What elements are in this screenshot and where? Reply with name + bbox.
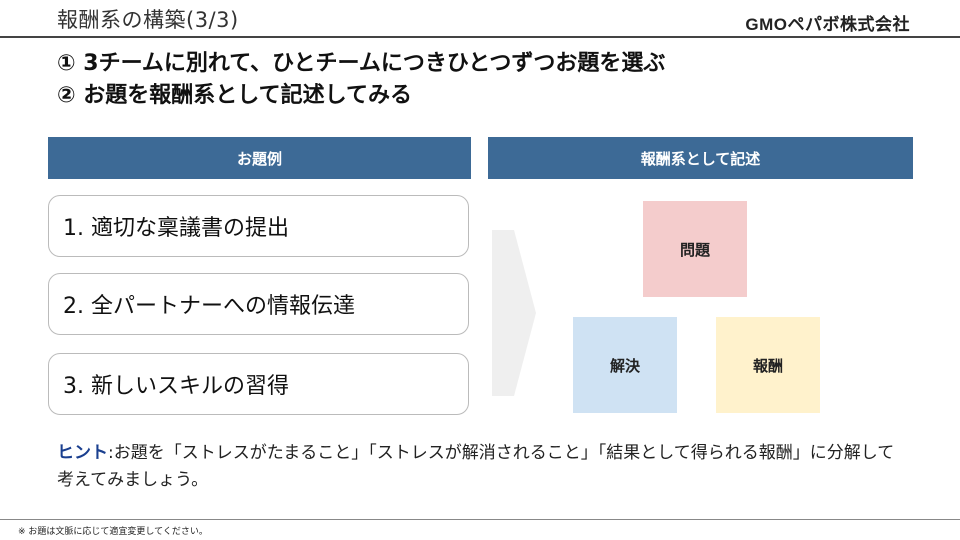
instruction-step-1: ① 3チームに別れて、ひとチームにつきひとつずつお題を選ぶ xyxy=(57,51,666,76)
company-logo: GMOペパボ株式会社 xyxy=(745,15,910,34)
sticky-note-reward: 報酬 xyxy=(716,317,820,413)
example-item: 1. 適切な稟議書の提出 xyxy=(48,195,469,257)
sticky-note-problem: 問題 xyxy=(643,201,747,297)
hint-body: :お題を「ストレスがたまること」「ストレスが解消されること」「結果として得られる… xyxy=(57,443,895,490)
hint-label: ヒント xyxy=(57,443,108,463)
examples-panel-header: お題例 xyxy=(48,137,471,179)
note-label-reward: 報酬 xyxy=(752,356,783,375)
footer-divider xyxy=(0,519,960,520)
note-label-problem: 問題 xyxy=(679,240,710,259)
instructions: ① 3チームに別れて、ひとチームにつきひとつずつお題を選ぶ ② お題を報酬系とし… xyxy=(57,48,665,112)
example-item: 3. 新しいスキルの習得 xyxy=(48,353,469,415)
footnote: ※ お題は文脈に応じて適宜変更してください。 xyxy=(18,527,208,537)
example-item: 2. 全パートナーへの情報伝達 xyxy=(48,273,469,335)
note-label-solution: 解決 xyxy=(609,356,640,375)
instruction-step-2: ② お題を報酬系として記述してみる xyxy=(57,83,412,108)
chevron-right-icon xyxy=(492,230,536,396)
hint-text: ヒント:お題を「ストレスがたまること」「ストレスが解消されること」「結果として得… xyxy=(57,440,907,494)
reward-system-panel-header: 報酬系として記述 xyxy=(488,137,913,179)
slide-title: 報酬系の構築(3/3) xyxy=(57,8,239,32)
sticky-note-solution: 解決 xyxy=(573,317,677,413)
header-divider xyxy=(0,36,960,38)
